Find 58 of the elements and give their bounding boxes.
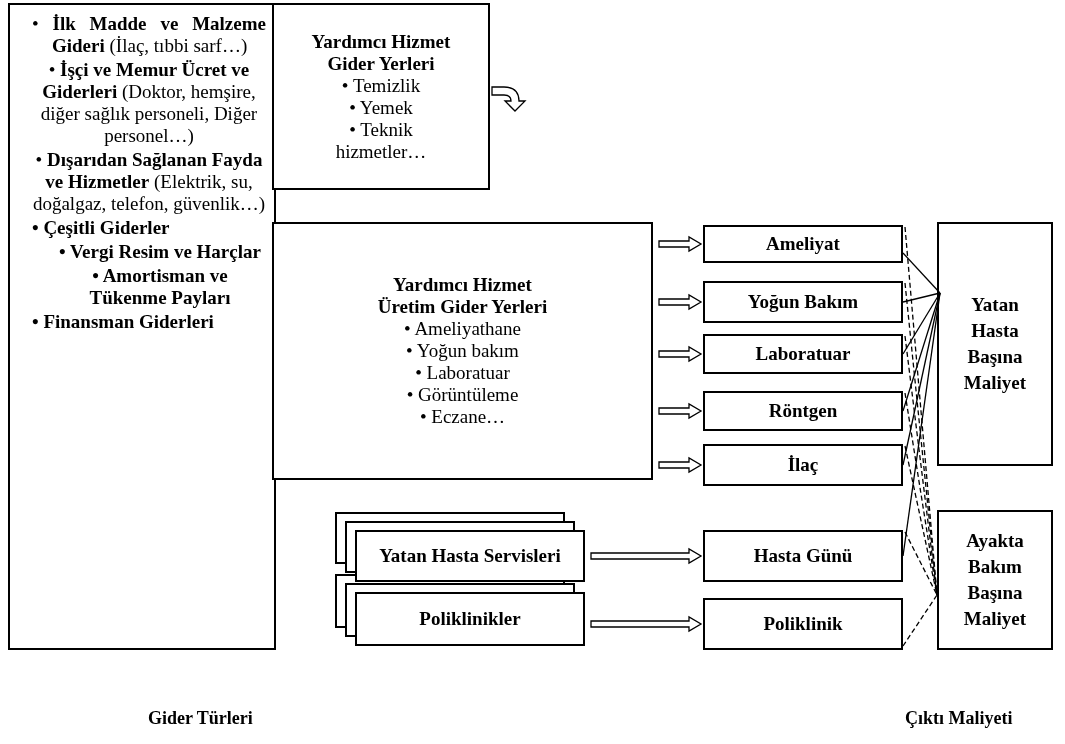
process-box: [703, 444, 903, 486]
connector-line: [902, 252, 941, 294]
box-title: İlaç: [787, 454, 819, 476]
box-title: Ayakta Bakım Başına Maliyet: [962, 529, 1028, 631]
process-box: [937, 222, 1053, 466]
box-title: Ameliyat: [766, 233, 840, 255]
unit-box: [355, 592, 585, 646]
connector-line: [904, 392, 938, 596]
cost-item: • İşçi ve Memur Ücret ve Giderleri (Doktor, hemşire, diğer sağlık personeli, Diğer personel…): [39, 59, 259, 147]
connector-line: [902, 292, 941, 355]
cost-item: • Vergi Resim ve Harçlar: [58, 241, 262, 263]
connector-line: [902, 594, 938, 647]
box-title: Hasta Günü: [753, 545, 853, 567]
list-item: • Yoğun bakım: [406, 340, 519, 362]
cost-item: • Amortisman ve Tükenme Payları: [88, 265, 232, 309]
cost-item: • Dışarıdan Sağlanan Fayda ve Hizmetler (Elektrik, su, doğalgaz, telefon, güvenlik…): [32, 149, 266, 215]
block-arrow: [590, 615, 703, 633]
list-item: • Teknik hizmetler…: [334, 118, 428, 163]
process-box: [937, 510, 1053, 650]
unit-box: [355, 530, 585, 582]
process-box: [703, 334, 903, 374]
box-title: Poliklinik: [763, 613, 843, 635]
box-title: Laboratuar: [755, 343, 851, 365]
list-item: • Laboratuar: [415, 362, 510, 384]
block-arrow: [658, 402, 703, 420]
process-box: [703, 391, 903, 431]
box-title: Röntgen: [768, 400, 838, 422]
curved-arrow: [491, 86, 526, 112]
block-arrow: [590, 547, 703, 565]
process-box: [703, 598, 903, 650]
section-caption: Gider Türleri: [148, 708, 253, 729]
block-arrow: [658, 456, 703, 474]
process-box: [703, 530, 903, 582]
cost-list-box: [8, 3, 276, 650]
list-item: • Eczane…: [419, 406, 506, 428]
list-item: • Ameliyathane: [404, 318, 521, 340]
process-box: [272, 222, 653, 480]
cost-item: • Çeşitli Giderler: [32, 217, 171, 239]
connector-line: [904, 531, 938, 596]
block-arrow: [658, 293, 703, 311]
box-title: Poliklinikler: [419, 608, 521, 630]
cost-item: • Finansman Giderleri: [32, 311, 215, 333]
connector-line: [902, 292, 941, 557]
list-item: • Görüntüleme: [406, 384, 519, 406]
process-box: [703, 225, 903, 263]
list-item: • Temizlik: [341, 74, 421, 97]
box-title: Yatan Hasta Başına Maliyet: [962, 293, 1028, 395]
box-title: Yardımcı Hizmet Üretim Gider Yerleri: [376, 274, 549, 318]
cost-item: • İlk Madde ve Malzeme Gideri (İlaç, tıbbi sarf…): [32, 13, 266, 57]
block-arrow: [658, 345, 703, 363]
section-caption: Çıktı Maliyeti: [905, 708, 1013, 729]
block-arrow: [658, 235, 703, 253]
process-box: [703, 281, 903, 323]
box-title: Yoğun Bakım: [747, 291, 859, 313]
box-title: Yatan Hasta Servisleri: [379, 545, 561, 567]
box-title: Yardımcı Hizmet Gider Yerleri: [310, 30, 452, 75]
list-item: • Yemek: [349, 96, 413, 119]
process-box: [272, 3, 490, 190]
